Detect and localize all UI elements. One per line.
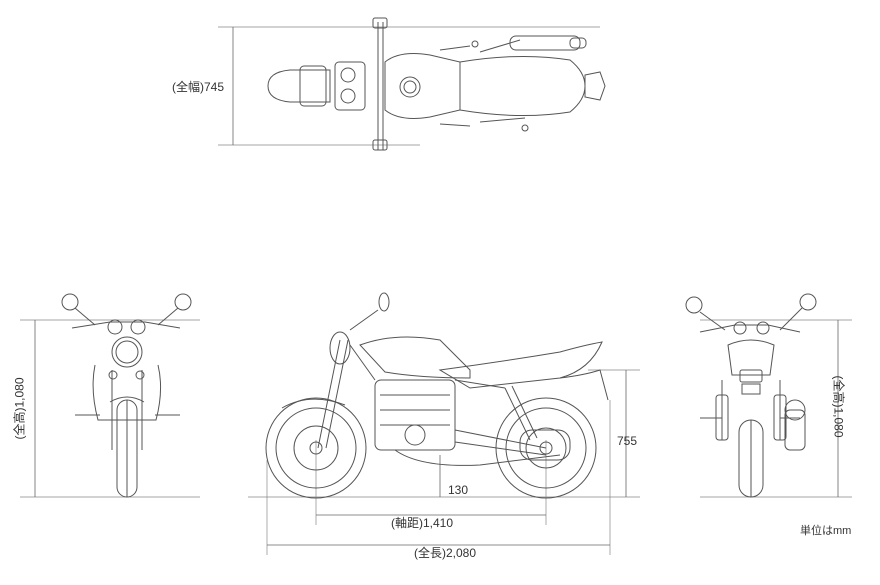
front-view-motorcycle	[20, 293, 200, 498]
ground-clearance-label: 130	[448, 483, 469, 497]
top-view-motorcycle	[218, 17, 606, 151]
overall-height-front-label: (全高)1,080	[12, 377, 27, 440]
overall-length-label: (全長)2,080	[414, 546, 477, 560]
wheelbase-label: (軸距)1,410	[391, 516, 454, 530]
overall-width-label: (全幅)745	[172, 80, 225, 94]
unit-note: 単位はmm	[800, 525, 852, 537]
overall-height-rear-label: (全高)1,080	[831, 375, 846, 438]
side-view-motorcycle	[248, 292, 640, 555]
rear-view-motorcycle	[685, 293, 852, 498]
seat-height-label: 755	[617, 434, 638, 448]
